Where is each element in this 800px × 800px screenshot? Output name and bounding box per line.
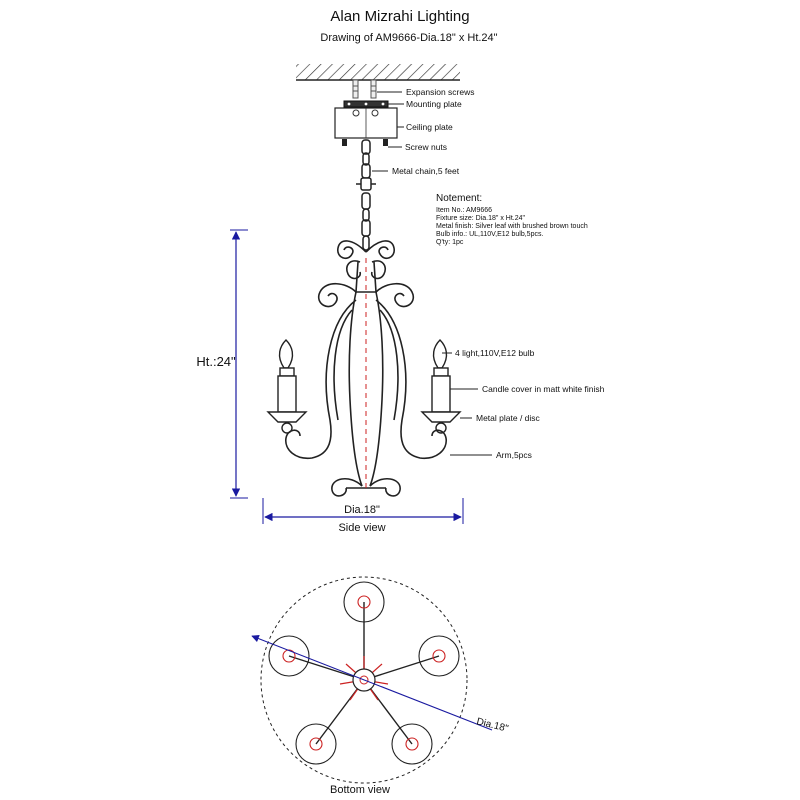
label-expansion-screws: Expansion screws <box>406 87 475 97</box>
page-subtitle: Drawing of AM9666-Dia.18" x Ht.24" <box>320 32 497 44</box>
page-title: Alan Mizrahi Lighting <box>330 8 469 25</box>
label-mounting-plate: Mounting plate <box>406 99 462 109</box>
right-candle <box>420 339 462 434</box>
label-light-bulb: 4 light,110V,E12 bulb <box>455 348 535 358</box>
notes-metal-finish: Metal finish: Silver leaf with brushed b… <box>436 223 588 230</box>
label-screw-nuts: Screw nuts <box>405 142 447 152</box>
screw-nuts <box>342 139 388 146</box>
label-metal-plate: Metal plate / disc <box>476 413 541 423</box>
expansion-screws <box>352 79 377 99</box>
diameter-label: Dia.18" <box>344 504 380 516</box>
left-candle <box>266 339 308 434</box>
notes-qty: Q'ty: 1pc <box>436 239 464 246</box>
notes-bulb-info: Bulb info.: UL,110V,E12 bulb,5pcs. <box>436 231 543 238</box>
bottom-diameter-label: Dia.18" <box>475 716 510 735</box>
label-ceiling-plate: Ceiling plate <box>406 122 453 132</box>
bottom-cups <box>268 581 460 765</box>
bottom-view-label: Bottom view <box>330 784 390 796</box>
bottom-hub <box>339 656 389 701</box>
callout-leaders <box>372 91 492 456</box>
height-label: Ht.:24" <box>196 354 236 369</box>
mounting-plate <box>343 100 389 108</box>
notes-fixture-size: Fixture size: Dia.18" x Ht.24" <box>436 215 526 222</box>
notes-heading: Notement: <box>436 193 482 204</box>
notes-block: Notement: Item No.: AM9666 Fixture size:… <box>436 193 588 246</box>
side-view-label: Side view <box>338 522 385 534</box>
ceiling-plate <box>334 107 398 139</box>
label-candle-cover: Candle cover in matt white finish <box>482 384 605 394</box>
bottom-diameter-line <box>251 634 493 731</box>
metal-chain <box>356 139 376 251</box>
label-arm: Arm,5pcs <box>496 450 532 460</box>
ceiling-hatch <box>296 64 460 81</box>
outer-diameter-circle <box>260 576 468 784</box>
bottom-bulbs <box>282 595 446 751</box>
diameter-dimension: Dia.18" Side view <box>262 498 464 534</box>
height-dimension: Ht.:24" <box>196 229 248 499</box>
bottom-view: Dia.18" Bottom view <box>251 576 510 796</box>
notes-item-no: Item No.: AM9666 <box>436 207 492 214</box>
label-metal-chain: Metal chain,5 feet <box>392 166 460 176</box>
